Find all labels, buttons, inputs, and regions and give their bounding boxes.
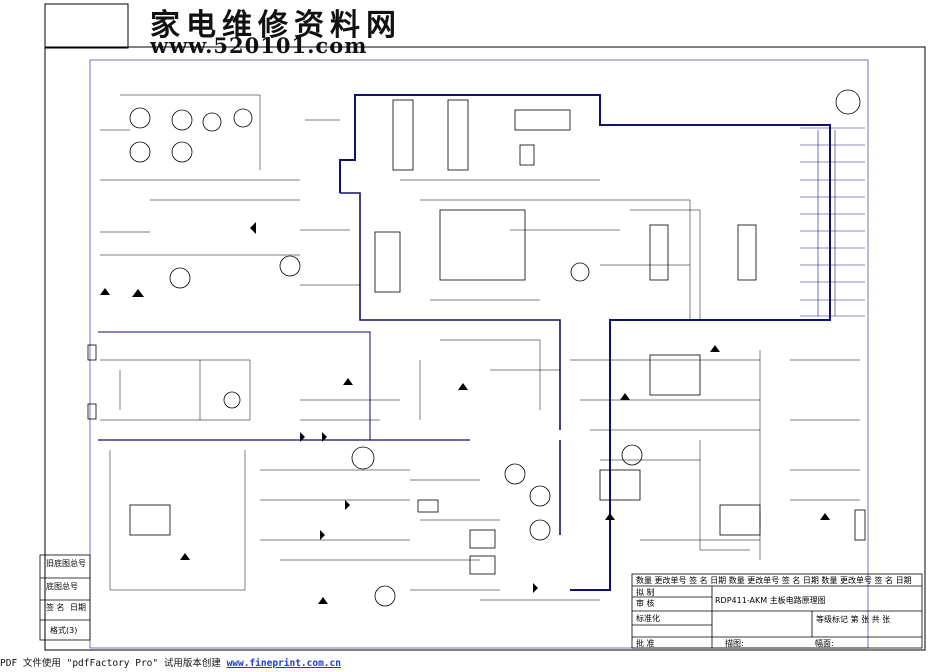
left-cell-2: 底图总号 [46, 581, 78, 591]
tb-role-3: 标准化 [636, 613, 660, 623]
left-cell-1: 旧底图总号 [46, 558, 86, 568]
left-cell-5: 格式(3) [50, 625, 77, 635]
left-cell-3: 签 名 [46, 602, 65, 612]
tb-bottom-label-2: 幅面: [815, 638, 834, 648]
left-cell-4: 日期 [70, 603, 86, 612]
tb-stage-labels: 等级标记 第 张 共 张 [816, 614, 890, 624]
drawing-name: RDP411-AKM 主板电路原理图 [715, 595, 826, 605]
footer-prefix: PDF 文件使用 "pdfFactory Pro" 试用版本创建 [0, 658, 227, 669]
tb-role-1: 拟 制 [636, 587, 655, 597]
footer-link[interactable]: www.fineprint.com.cn [226, 658, 341, 669]
tb-header-row: 数量 更改单号 签 名 日期 数量 更改单号 签 名 日期 数量 更改单号 签 … [636, 575, 912, 585]
tb-bottom-label-1: 描图: [725, 638, 744, 648]
watermark-site-name: 家电维修资料网 [150, 8, 402, 43]
watermark-url: www.520101.com [150, 33, 368, 58]
tb-role-2: 审 核 [636, 598, 655, 608]
tb-role-5: 批 准 [636, 638, 655, 648]
pdf-footer: PDF 文件使用 "pdfFactory Pro" 试用版本创建 www.fin… [0, 655, 341, 669]
